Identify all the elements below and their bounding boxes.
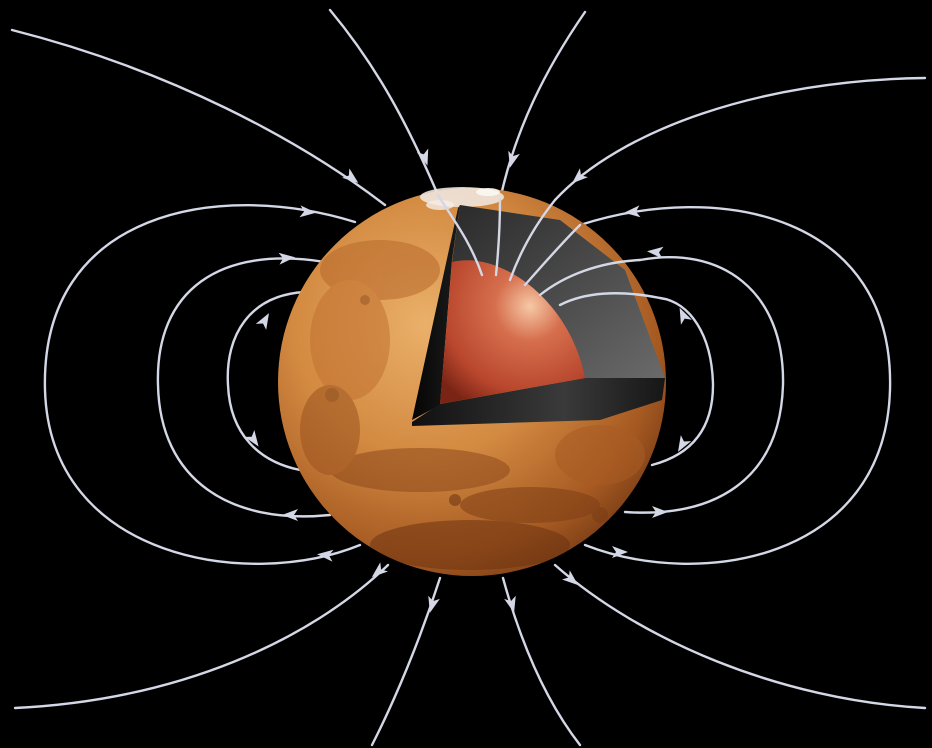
mantle-left-wall — [412, 205, 460, 420]
field-line — [553, 76, 927, 202]
interior-field-lines — [436, 193, 662, 307]
field-line — [553, 563, 927, 710]
field-line — [623, 255, 785, 514]
mars-planet — [278, 187, 666, 576]
field-line — [494, 198, 502, 277]
field-arrows — [244, 148, 692, 613]
arrowhead-icon — [562, 570, 579, 586]
arrowhead-icon — [255, 313, 269, 330]
arrowhead-icon — [652, 506, 668, 518]
mantle-back-wall — [452, 205, 665, 378]
field-line — [538, 258, 642, 297]
arrowhead-icon — [299, 205, 316, 218]
arrowhead-icon — [679, 307, 692, 325]
mars-core — [440, 260, 585, 404]
arrowhead-icon — [416, 148, 429, 166]
magnetic-field-lines — [10, 8, 927, 747]
arrowhead-icon — [278, 252, 295, 265]
field-line — [43, 204, 362, 565]
arrowhead-icon — [244, 430, 259, 447]
field-line — [328, 8, 440, 197]
arrowhead-icon — [612, 546, 628, 558]
field-line — [523, 223, 582, 287]
field-line — [578, 205, 892, 565]
surface-features — [300, 240, 645, 570]
arrowhead-icon — [342, 168, 359, 183]
arrowhead-icon — [647, 246, 664, 259]
arrowhead-icon — [282, 509, 298, 521]
arrowhead-icon — [624, 205, 641, 218]
mantle-floor — [412, 378, 665, 426]
arrowhead-icon — [508, 150, 520, 168]
arrowhead-icon — [678, 435, 692, 452]
field-line — [508, 198, 557, 282]
arrowhead-icon — [572, 168, 588, 184]
arrowhead-icon — [428, 595, 440, 613]
field-line — [156, 257, 332, 518]
field-line — [226, 290, 307, 472]
arrowhead-icon — [317, 549, 334, 562]
field-line — [558, 292, 662, 307]
arrowhead-icon — [504, 595, 516, 613]
field-line — [10, 28, 387, 207]
arrowhead-icon — [371, 562, 388, 578]
field-line — [501, 576, 582, 747]
field-line — [436, 193, 484, 277]
field-line — [370, 576, 442, 747]
field-line — [498, 10, 587, 202]
cutaway-section — [412, 205, 665, 426]
field-line — [650, 296, 715, 467]
field-line — [13, 563, 390, 710]
